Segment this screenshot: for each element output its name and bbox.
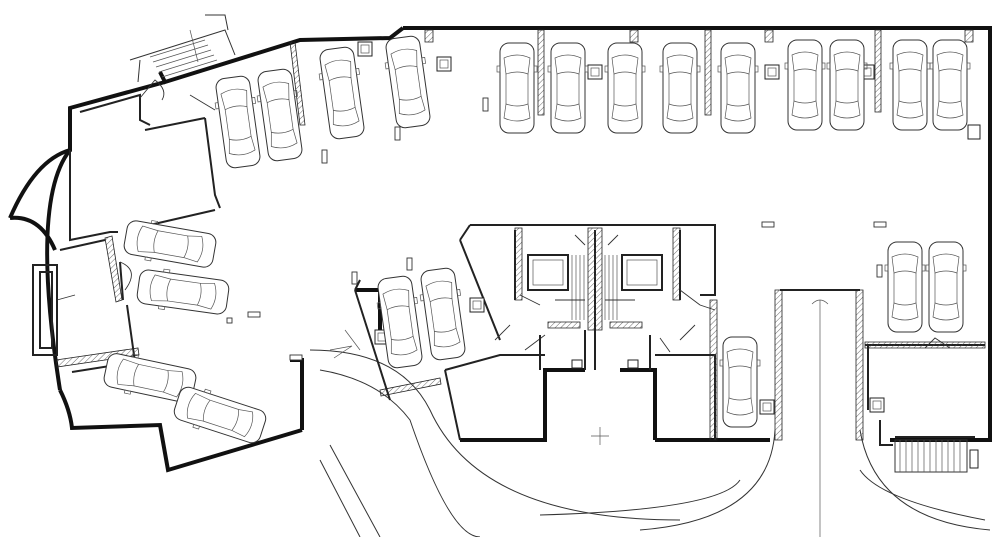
car-icon	[170, 381, 270, 449]
car-icon	[315, 45, 369, 141]
stair-icon	[555, 255, 635, 320]
top-dividers	[289, 29, 974, 126]
pillar-icon	[436, 56, 452, 72]
central-core	[459, 224, 716, 370]
car-icon	[547, 42, 589, 134]
car-icon	[604, 42, 646, 134]
crosshair-icon	[591, 427, 609, 445]
car-icon	[889, 39, 931, 131]
car-icon	[884, 241, 926, 333]
car-icon	[719, 336, 761, 428]
parked-cars	[101, 34, 971, 449]
pillar-icon	[357, 41, 373, 57]
car-icon	[929, 39, 971, 131]
car-icon	[659, 42, 701, 134]
car-icon	[826, 39, 868, 131]
car-icon	[381, 34, 435, 130]
floor-marks	[226, 97, 887, 361]
top-stair	[129, 14, 236, 111]
middle-walls	[354, 279, 391, 401]
car-icon	[121, 215, 219, 273]
car-icon	[925, 241, 967, 333]
pillar-icon	[587, 64, 603, 80]
elevator-icon	[527, 254, 663, 291]
car-icon	[496, 42, 538, 134]
car-icon	[135, 265, 231, 319]
stair-icon	[894, 439, 968, 473]
ramp	[539, 289, 991, 537]
car-icon	[211, 74, 265, 170]
lower-rooms	[379, 299, 718, 441]
stair-icon	[149, 29, 218, 78]
door-icon	[56, 294, 76, 301]
pillar-icon	[869, 397, 885, 413]
right-room	[864, 337, 986, 473]
pillar-icon	[469, 297, 485, 313]
pillar-icon	[967, 124, 981, 140]
car-icon	[416, 266, 470, 362]
car-icon	[717, 42, 759, 134]
entry-ramp	[309, 329, 681, 537]
car-icon	[784, 39, 826, 131]
pillar-icon	[759, 399, 775, 415]
left-rooms	[55, 93, 221, 373]
curved-lobby	[9, 148, 76, 391]
pillar-icon	[764, 64, 780, 80]
